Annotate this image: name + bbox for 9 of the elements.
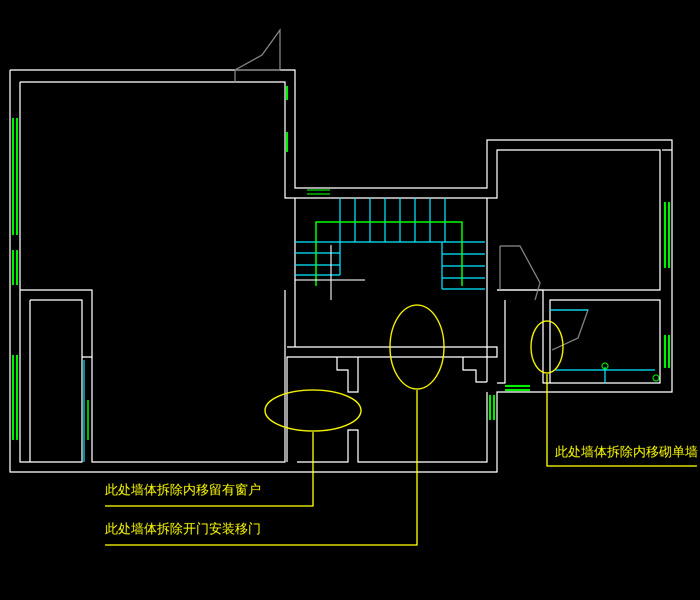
marking-ellipse — [389, 304, 445, 390]
leader-line — [546, 374, 697, 467]
marking-ellipse — [530, 320, 564, 374]
leader-line — [105, 390, 418, 546]
marking-ellipse — [264, 389, 362, 432]
callout-text: 此处墙体拆除内移砌单墙 — [555, 445, 697, 466]
leader-line — [105, 432, 314, 507]
callout-text: 此处墙体拆除内移留有窗户 — [105, 483, 321, 506]
callout-text: 此处墙体拆除开门安装移门 — [105, 522, 423, 545]
